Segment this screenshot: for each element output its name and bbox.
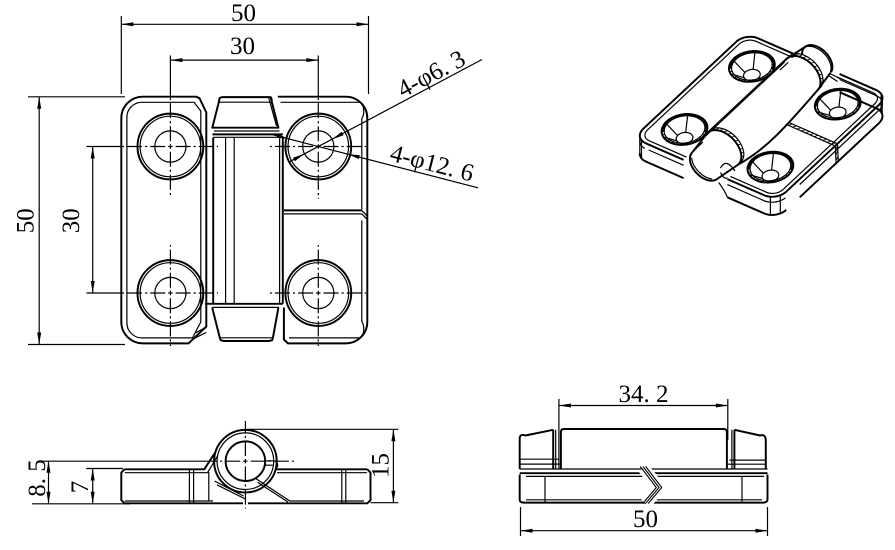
svg-text:8. 5: 8. 5	[24, 459, 51, 497]
svg-text:50: 50	[13, 208, 40, 233]
svg-text:30: 30	[230, 33, 255, 60]
svg-text:7: 7	[67, 481, 94, 494]
svg-text:50: 50	[231, 0, 256, 27]
svg-text:50: 50	[633, 506, 658, 533]
svg-text:34. 2: 34. 2	[619, 381, 669, 408]
svg-text:30: 30	[58, 208, 85, 233]
svg-text:15: 15	[368, 453, 395, 478]
